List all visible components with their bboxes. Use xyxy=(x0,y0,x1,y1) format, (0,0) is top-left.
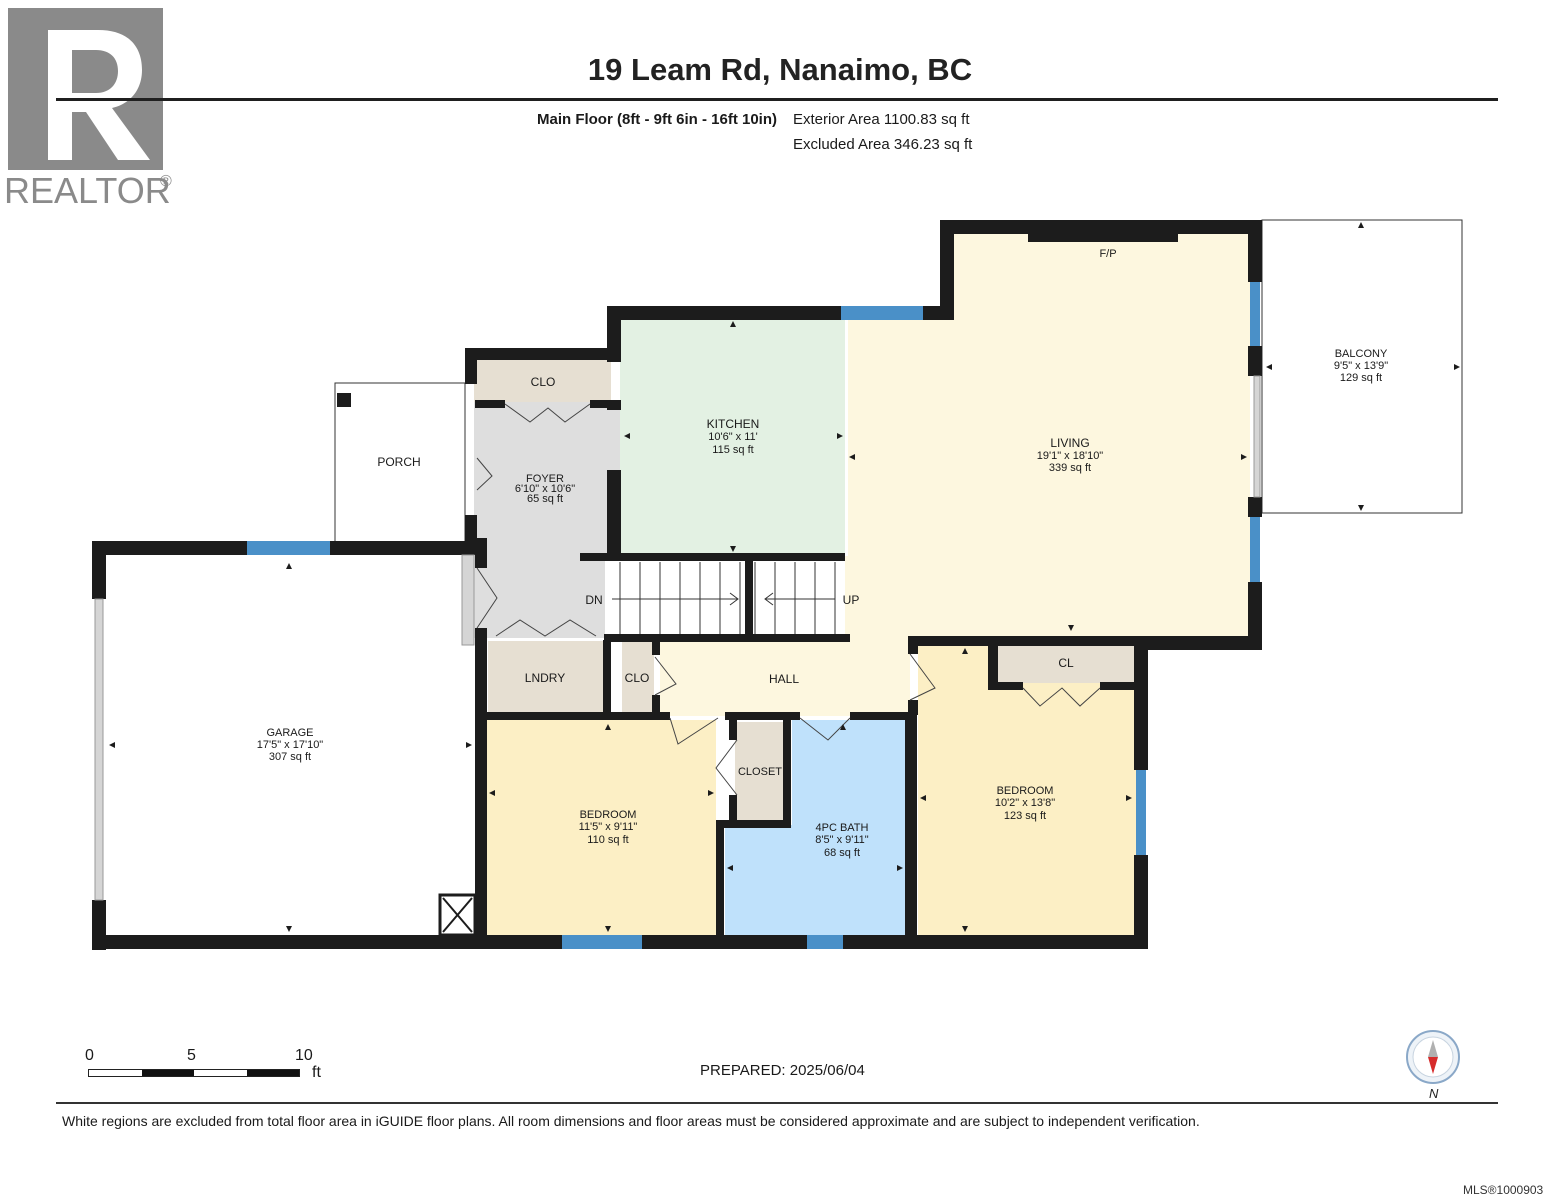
balcony xyxy=(1261,219,1463,514)
svg-text:19'1" x 18'10": 19'1" x 18'10" xyxy=(1037,450,1104,462)
compass-icon: N xyxy=(1406,1030,1460,1100)
excluded-area: Excluded Area 346.23 sq ft xyxy=(793,136,973,153)
svg-text:17'5" x 17'10": 17'5" x 17'10" xyxy=(257,739,324,751)
bath-label: 4PC BATH xyxy=(816,822,869,834)
prepared-date: PREPARED: 2025/06/04 xyxy=(700,1062,865,1079)
footer-divider xyxy=(56,1102,1498,1104)
closet-right-label: CL xyxy=(1058,656,1074,670)
stairs xyxy=(612,562,836,634)
svg-text:123 sq ft: 123 sq ft xyxy=(1004,810,1046,822)
bedroom-right-label: BEDROOM xyxy=(997,785,1054,797)
svg-text:10'6" x 11': 10'6" x 11' xyxy=(708,431,758,443)
closet-label: CLOSET xyxy=(738,766,782,778)
svg-text:115 sq ft: 115 sq ft xyxy=(712,444,753,456)
fireplace xyxy=(1028,234,1178,242)
mls-number: MLS®1000903 xyxy=(1463,1183,1544,1197)
realtor-logo: REALTOR ® xyxy=(4,8,172,211)
porch xyxy=(334,382,466,544)
bedroom-right xyxy=(918,645,1136,935)
svg-text:68 sq ft: 68 sq ft xyxy=(824,847,860,859)
compass-north-label: N xyxy=(1429,1086,1439,1100)
closet xyxy=(735,722,783,820)
stairs-area xyxy=(605,560,843,636)
svg-text:11'5" x 9'11": 11'5" x 9'11" xyxy=(579,821,638,833)
svg-text:339 sq ft: 339 sq ft xyxy=(1049,462,1091,474)
svg-text:6'10" x 10'6": 6'10" x 10'6" xyxy=(515,483,575,495)
kitchen xyxy=(620,320,845,555)
scale-ten: 10 xyxy=(295,1047,313,1064)
closet-hall xyxy=(622,641,654,712)
svg-text:8'5" x 9'11": 8'5" x 9'11" xyxy=(815,834,868,846)
hall-label: HALL xyxy=(769,672,799,686)
laundry xyxy=(488,641,604,712)
svg-text:9'5" x 13'9": 9'5" x 13'9" xyxy=(1334,360,1388,372)
foyer-label: FOYER xyxy=(526,473,564,485)
stairs-down-label: DN xyxy=(585,593,602,607)
svg-text:307 sq ft: 307 sq ft xyxy=(269,751,311,763)
windows xyxy=(247,282,1260,949)
foyer xyxy=(474,402,620,638)
walls xyxy=(92,220,1262,950)
scale-zero: 0 xyxy=(85,1047,94,1064)
property-address-title: 19 Leam Rd, Nanaimo, BC xyxy=(587,52,973,87)
closet-top xyxy=(474,360,611,402)
bedroom-left-label: BEDROOM xyxy=(580,809,637,821)
disclaimer: White regions are excluded from total fl… xyxy=(62,1113,1200,1129)
door-swings xyxy=(476,403,1101,796)
scale-five: 5 xyxy=(187,1047,196,1064)
closet-hall-label: CLO xyxy=(625,671,650,685)
kitchen-label: KITCHEN xyxy=(707,417,760,431)
scale-bar xyxy=(88,1069,300,1077)
exterior-area: Exterior Area 1100.83 sq ft xyxy=(793,111,970,128)
closet-right xyxy=(998,645,1134,683)
svg-text:110 sq ft: 110 sq ft xyxy=(587,834,628,846)
porch-label: PORCH xyxy=(377,455,420,469)
realtor-logo-text: REALTOR xyxy=(4,170,171,211)
scale-unit: ft xyxy=(312,1064,321,1081)
stairs-up-label: UP xyxy=(843,593,860,607)
bedroom-left xyxy=(487,720,716,935)
svg-text:10'2" x 13'8": 10'2" x 13'8" xyxy=(995,797,1055,809)
closet-top-label: CLO xyxy=(531,375,556,389)
dimension-arrows xyxy=(109,222,1460,932)
svg-text:129 sq ft: 129 sq ft xyxy=(1340,372,1382,384)
living-label: LIVING xyxy=(1050,436,1089,450)
balcony-label: BALCONY xyxy=(1335,348,1388,360)
title-divider xyxy=(56,98,1498,101)
garage-label: GARAGE xyxy=(266,727,313,739)
laundry-label: LNDRY xyxy=(525,671,565,685)
svg-text:65 sq ft: 65 sq ft xyxy=(527,493,563,505)
bath xyxy=(725,720,905,935)
fireplace-label: F/P xyxy=(1099,248,1116,260)
floor-label: Main Floor (8ft - 9ft 6in - 16ft 10in) xyxy=(536,111,777,128)
svg-text:®: ® xyxy=(160,173,172,190)
living-room xyxy=(660,232,1250,716)
